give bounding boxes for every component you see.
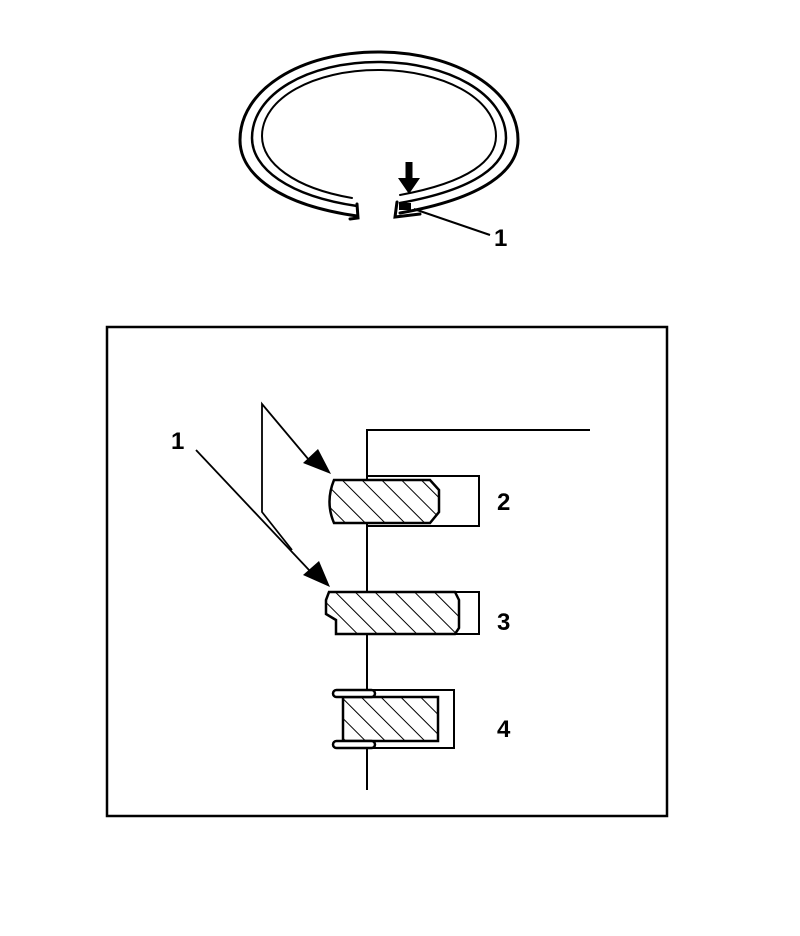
ring-callout-1: 1 xyxy=(494,225,507,252)
ring-inner-edge xyxy=(260,68,498,199)
section-leader-arrows xyxy=(303,449,331,587)
oil-ring-bottom-rail xyxy=(331,739,377,750)
leader-arrow-to-ring-3 xyxy=(303,561,330,587)
oil-ring-top-rail xyxy=(331,688,377,699)
ring-mid-edge xyxy=(250,60,508,208)
ring-groove-4 xyxy=(331,688,455,750)
section-frame xyxy=(105,325,669,818)
piston-wall-line xyxy=(366,429,590,790)
section-callout-1: 1 xyxy=(171,428,184,455)
gap-arrow xyxy=(398,162,420,194)
ring-section-2 xyxy=(328,478,441,525)
ring-gap-right-end xyxy=(393,200,422,219)
ring-groove-3 xyxy=(324,590,480,636)
ring-groove-2 xyxy=(328,475,480,527)
section-leader-lines xyxy=(195,401,310,571)
leader-arrow-to-ring-2 xyxy=(303,449,331,474)
piston-ring-top-view xyxy=(238,50,520,221)
ring-section-4 xyxy=(341,695,440,743)
ring-end-mark xyxy=(399,203,411,210)
section-callout-3: 3 xyxy=(497,609,510,636)
ring-leader-line xyxy=(413,208,491,236)
section-callout-2: 2 xyxy=(497,489,510,516)
ring-section-3 xyxy=(324,590,461,636)
ring-outer-edge xyxy=(238,50,520,218)
ring-gap-left-end xyxy=(348,202,360,221)
section-callout-4: 4 xyxy=(497,716,511,743)
